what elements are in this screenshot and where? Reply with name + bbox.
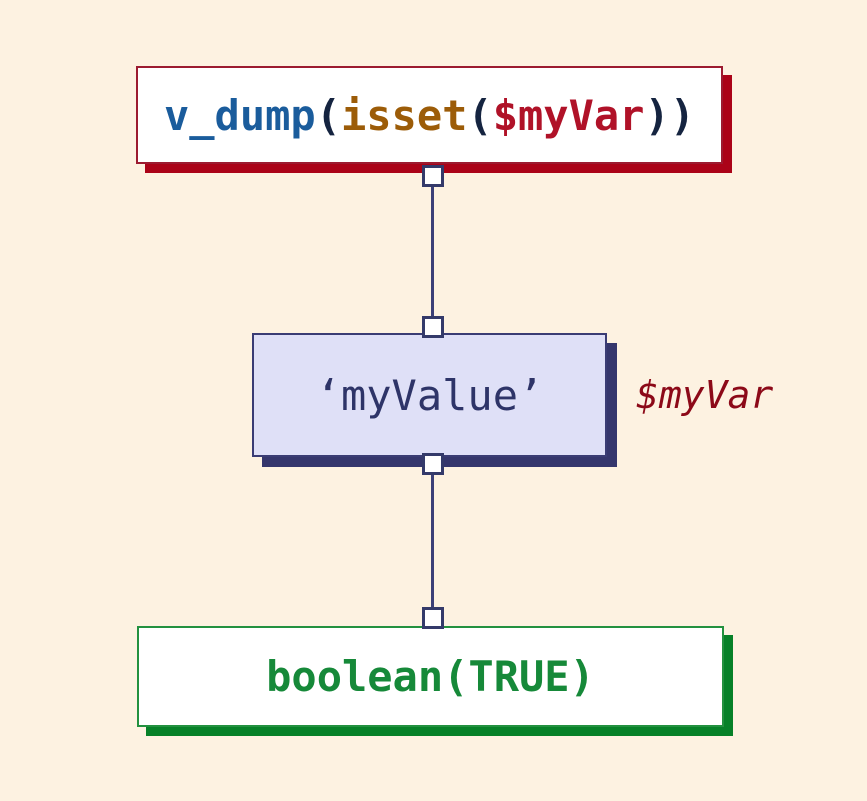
code-token-paren-open-inner: ( xyxy=(467,90,493,140)
port-call-box-bottom xyxy=(422,165,444,187)
code-token-paren-open: ( xyxy=(315,90,341,140)
code-token-function-name: v_dump xyxy=(163,90,316,140)
code-token-parens-close: )) xyxy=(644,90,696,140)
code-token-isset-keyword: isset xyxy=(340,90,468,140)
port-result-box-top xyxy=(422,607,444,629)
connector-line-top xyxy=(431,176,434,326)
port-value-box-top xyxy=(422,316,444,338)
port-value-box-bottom xyxy=(422,453,444,475)
code-token-variable: $myVar xyxy=(492,90,645,140)
result-node: boolean(TRUE) xyxy=(137,626,724,727)
connector-line-bottom xyxy=(431,462,434,617)
result-text: boolean(TRUE) xyxy=(266,652,595,701)
variable-value-node: ‘myValue’ xyxy=(252,333,607,457)
variable-value-text: ‘myValue’ xyxy=(315,370,544,420)
variable-name-label: $myVar xyxy=(636,373,774,417)
function-call-node: v_dump(isset($myVar)) xyxy=(136,66,723,164)
